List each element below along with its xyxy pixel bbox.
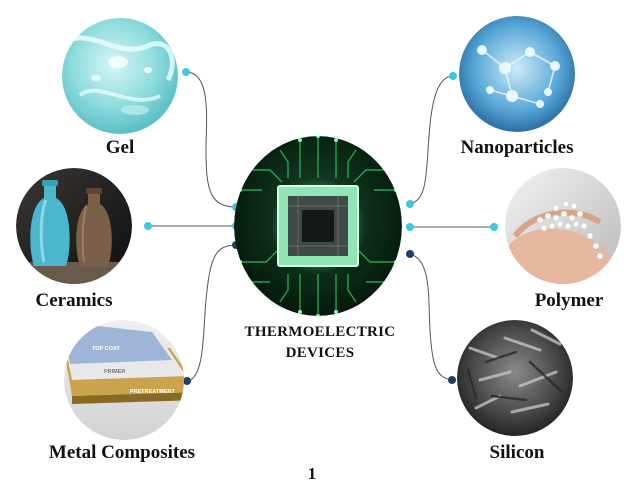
connector-nano bbox=[409, 75, 454, 205]
node-polymer-outer bbox=[490, 223, 498, 231]
metal-layer-bottom: PRETREATMENT bbox=[130, 389, 175, 395]
connector-metal bbox=[186, 244, 237, 382]
label-metal-composites: Metal Composites bbox=[48, 442, 196, 463]
node-nano-outer bbox=[449, 72, 457, 80]
center-title: THERMOELECTRIC DEVICES bbox=[220, 322, 420, 364]
label-nanoparticles: Nanoparticles bbox=[460, 137, 574, 158]
node-silicon-outer bbox=[448, 376, 456, 384]
node-polymer-inner bbox=[406, 223, 414, 231]
silicon-image bbox=[457, 320, 573, 436]
center-title-line1: THERMOELECTRIC bbox=[244, 324, 396, 340]
node-silicon-inner bbox=[406, 250, 414, 258]
polymer-image bbox=[505, 168, 621, 284]
node-gel-outer bbox=[182, 68, 190, 76]
node-ceramics-outer bbox=[144, 222, 152, 230]
metal-layer-top: TOP COAT bbox=[92, 346, 120, 352]
ceramics-image bbox=[16, 168, 132, 284]
metal-layer-middle: PRIMER bbox=[104, 369, 125, 375]
label-gel: Gel bbox=[105, 137, 135, 158]
node-metal-outer bbox=[183, 377, 191, 385]
node-nano-inner bbox=[406, 200, 414, 208]
label-polymer: Polymer bbox=[534, 290, 604, 311]
connector-gel bbox=[185, 71, 237, 208]
connector-silicon bbox=[409, 253, 453, 381]
metal-composites-image: PRETREATMENT PRIMER TOP COAT bbox=[64, 320, 184, 440]
connectors bbox=[148, 71, 494, 382]
circuit-image bbox=[234, 136, 402, 316]
nanoparticles-image bbox=[459, 16, 575, 132]
label-silicon: Silicon bbox=[489, 442, 545, 463]
label-ceramics: Ceramics bbox=[35, 290, 113, 311]
figure-number: 1 bbox=[307, 464, 317, 483]
gel-image bbox=[62, 18, 178, 134]
center-title-line2: DEVICES bbox=[285, 345, 355, 361]
